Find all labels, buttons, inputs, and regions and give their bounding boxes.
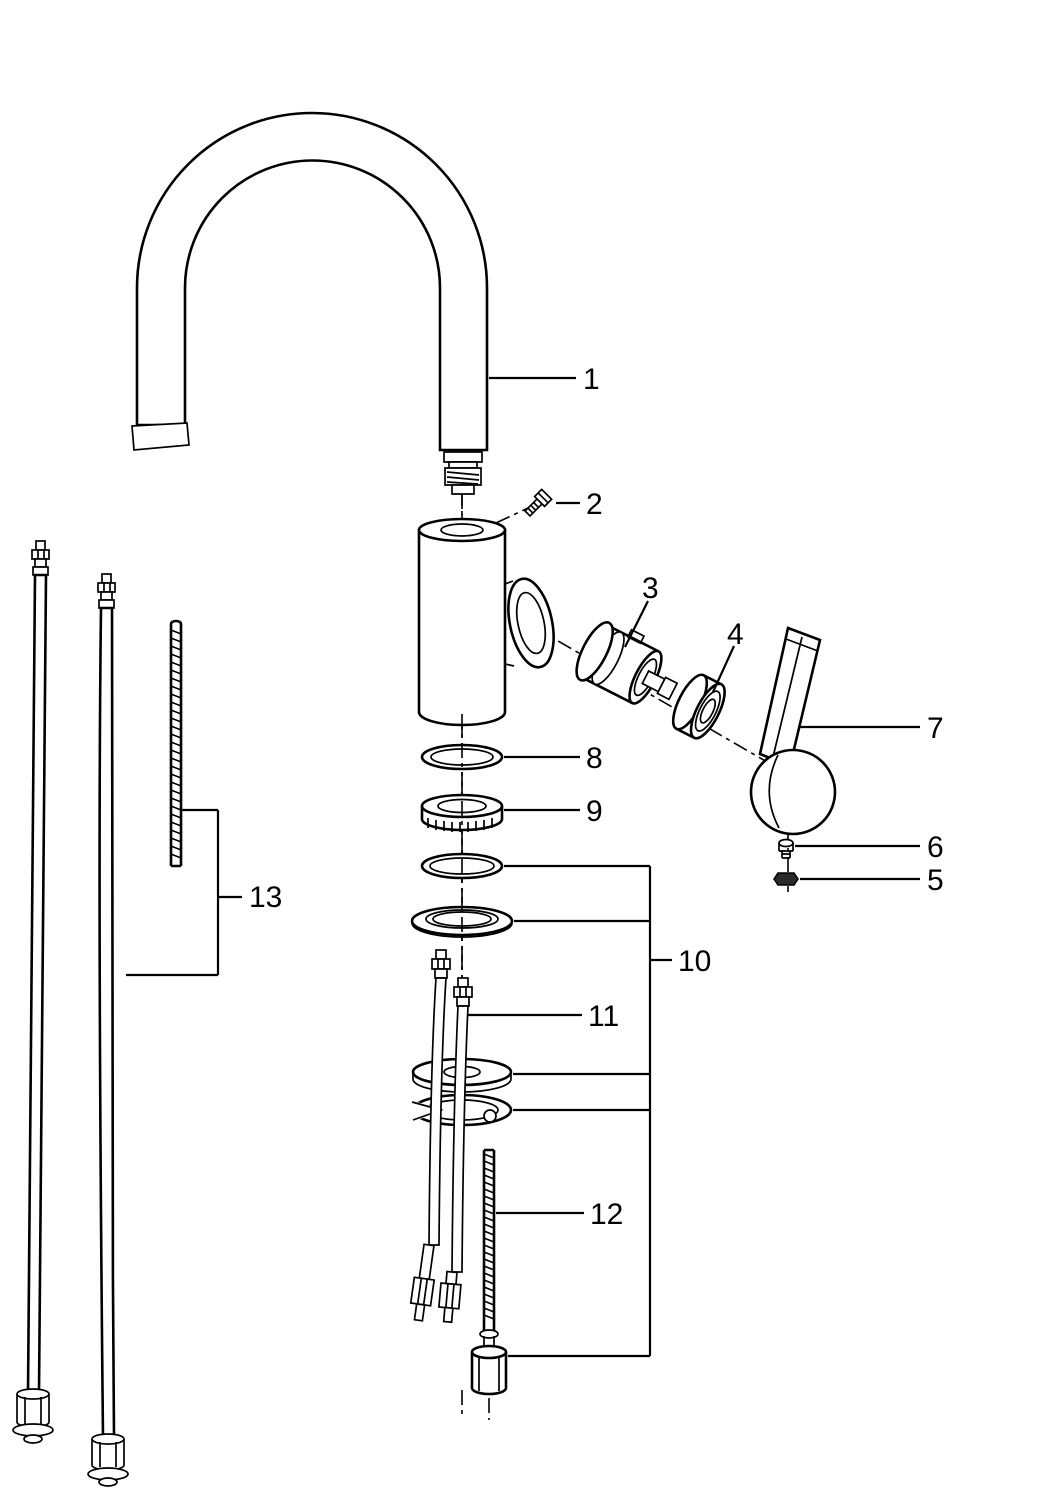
hose-body <box>98 606 116 1439</box>
spout-part-1 <box>131 111 489 495</box>
hose-nipple <box>101 573 112 584</box>
part-label-6: 6 <box>927 831 944 864</box>
knurl-ticks <box>427 818 493 832</box>
hose-body <box>26 573 48 1394</box>
set-screw-part-2 <box>523 488 553 518</box>
part-label-12: 12 <box>590 1198 623 1231</box>
set-screw-axis <box>495 507 529 524</box>
part-label-1: 1 <box>583 363 600 396</box>
tailpiece-group-10 <box>470 1329 508 1396</box>
thread-ticks <box>483 1153 495 1320</box>
threaded-rod-part-12 <box>482 1148 496 1332</box>
part-label-5: 5 <box>927 864 944 897</box>
leader-bracket-13 <box>126 808 242 977</box>
part-label-4: 4 <box>727 618 744 651</box>
hose-nipple <box>35 540 46 551</box>
spout-outlet <box>131 422 190 451</box>
spout-tube <box>135 111 489 452</box>
hose-part-11-right <box>437 977 473 1324</box>
part-label-8: 8 <box>586 742 603 775</box>
hex-nut <box>773 872 799 886</box>
cartridge-ring-part-4 <box>671 673 726 740</box>
leader-3 <box>624 600 649 648</box>
leader-bracket-10 <box>504 864 672 1358</box>
tenon-threads <box>446 471 480 485</box>
cartridge-part-3 <box>575 621 679 705</box>
part-label-3: 3 <box>642 572 659 605</box>
nut-part-5 <box>773 872 799 886</box>
faucet-body <box>417 517 555 727</box>
supply-hose-right <box>87 573 129 1487</box>
part-label-13: 13 <box>249 881 282 914</box>
part-label-11: 11 <box>588 1000 619 1033</box>
leader-4 <box>711 645 736 693</box>
hose-hex-nut <box>31 549 50 560</box>
part-label-10: 10 <box>678 945 711 978</box>
body-cylinder <box>417 528 507 727</box>
cartridge-flange <box>575 621 615 682</box>
o-ring-part-8 <box>420 743 504 771</box>
ring-screw-hole <box>483 1109 497 1123</box>
hose-part-11-left <box>409 949 451 1322</box>
centerlines <box>461 462 813 1260</box>
handle-part-7 <box>749 626 837 836</box>
handle-axis-centerline <box>507 611 813 789</box>
part-label-7: 7 <box>927 712 944 745</box>
part-label-2: 2 <box>586 488 603 521</box>
hose-hex-nut <box>97 582 116 593</box>
thread-ticks <box>170 629 182 859</box>
hose-body <box>428 977 447 1246</box>
hose-body <box>451 1005 469 1273</box>
screw-part-6 <box>778 838 794 859</box>
handle-base <box>749 748 837 836</box>
supply-hose-left <box>12 540 54 1444</box>
threaded-rod-part-13 <box>169 619 183 868</box>
part-label-9: 9 <box>586 795 603 828</box>
centerline-segments <box>461 494 490 1420</box>
